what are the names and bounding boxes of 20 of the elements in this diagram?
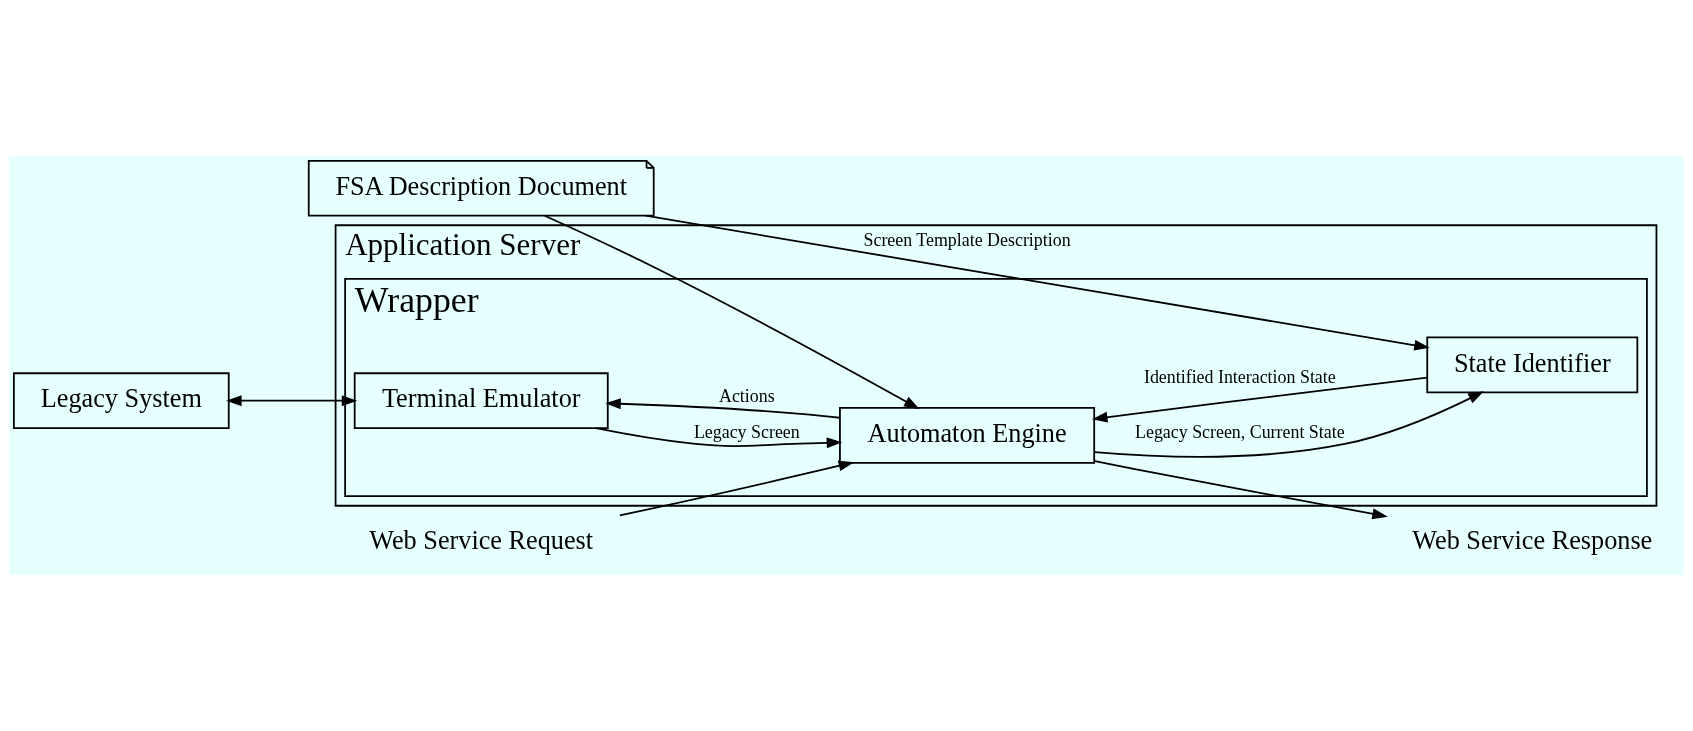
node-text: Web Service Request — [369, 526, 594, 556]
arrow — [1091, 376, 1428, 423]
node-text: Web Service Response — [1412, 526, 1653, 556]
edge-label: Identified Interaction State — [1143, 366, 1336, 387]
arrow — [595, 427, 843, 449]
edge-label: Actions — [719, 385, 775, 406]
node-box: Terminal Emulator — [353, 372, 609, 430]
node-box: Automaton Engine — [839, 407, 1096, 464]
arrow — [1093, 391, 1484, 458]
arrow — [226, 395, 358, 407]
arrow — [605, 398, 841, 419]
edge-label: Legacy Screen, Current State — [1135, 421, 1345, 442]
node-box: State Identifier — [1426, 336, 1639, 394]
arrow — [619, 460, 855, 517]
edge-label: Screen Template Description — [863, 229, 1071, 250]
node-box: Legacy System — [12, 372, 230, 430]
arrow — [644, 214, 1430, 351]
arrow — [543, 214, 920, 410]
arrow — [1093, 460, 1388, 520]
edge-label: Legacy Screen — [693, 421, 800, 442]
